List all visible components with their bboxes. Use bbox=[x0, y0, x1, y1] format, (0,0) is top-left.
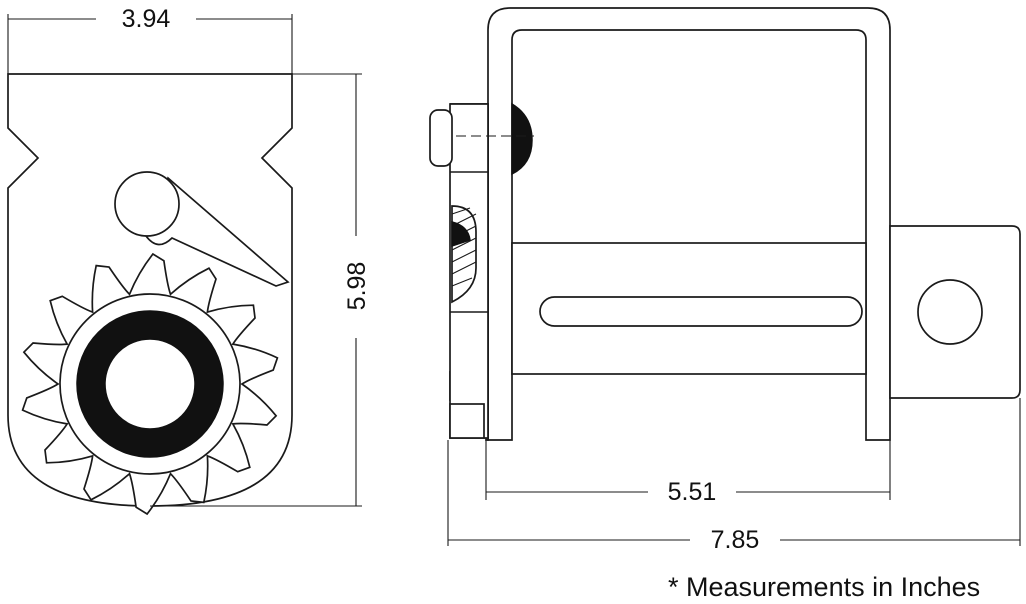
pawl-pin bbox=[114, 171, 180, 237]
bolt-head bbox=[511, 102, 533, 176]
side-view: 5.51 7.85 bbox=[429, 7, 1021, 554]
width-label: 3.94 bbox=[122, 5, 171, 33]
height-dimension: 5.98 bbox=[150, 73, 371, 507]
pawl-lever bbox=[145, 176, 290, 287]
pawl-knob bbox=[429, 109, 453, 167]
measurement-note: * Measurements in Inches bbox=[668, 572, 981, 602]
spring-section bbox=[451, 205, 477, 304]
inner-width-label: 5.51 bbox=[668, 478, 717, 506]
u-frame bbox=[487, 7, 891, 441]
inner-width-dimension: 5.51 bbox=[485, 440, 891, 506]
drum-bore bbox=[104, 338, 196, 430]
overall-length-label: 7.85 bbox=[711, 526, 760, 554]
height-label: 5.98 bbox=[343, 262, 371, 311]
front-view: 3.94 5.98 bbox=[7, 5, 371, 516]
width-dimension: 3.94 bbox=[7, 5, 293, 74]
strap-slot bbox=[539, 296, 863, 327]
mounting-hole bbox=[917, 279, 983, 345]
side-plate-foot bbox=[449, 403, 485, 439]
overall-length-dimension: 7.85 bbox=[447, 398, 1021, 554]
